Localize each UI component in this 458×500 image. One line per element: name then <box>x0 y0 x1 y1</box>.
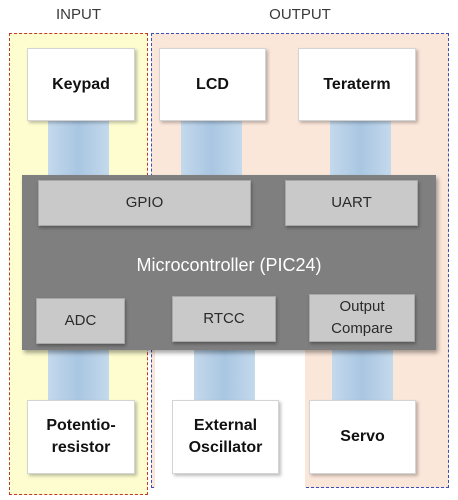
servo-box: Servo <box>309 400 416 474</box>
lcd-box: LCD <box>159 48 266 121</box>
potentioresistor-box: Potentio- resistor <box>27 400 135 474</box>
adc-module: ADC <box>36 298 125 344</box>
rtcc-module: RTCC <box>172 296 276 342</box>
output-compare-servo-connector <box>332 348 393 403</box>
teraterm-box: Teraterm <box>298 48 416 121</box>
uart-module: UART <box>285 180 418 226</box>
external-oscillator-box: External Oscillator <box>172 400 279 474</box>
rtcc-oscillator-connector <box>194 348 255 403</box>
output-section-label: OUTPUT <box>269 6 331 23</box>
microcontroller-title: Microcontroller (PIC24) <box>136 255 322 275</box>
lcd-gpio-connector <box>181 120 242 178</box>
gpio-module: GPIO <box>38 180 251 226</box>
adc-potentioresistor-connector <box>48 348 109 403</box>
keypad-gpio-connector <box>48 120 109 178</box>
keypad-box: Keypad <box>27 48 135 121</box>
output-compare-module: Output Compare <box>309 294 415 342</box>
input-section-label: INPUT <box>56 6 101 23</box>
teraterm-uart-connector <box>330 120 391 178</box>
